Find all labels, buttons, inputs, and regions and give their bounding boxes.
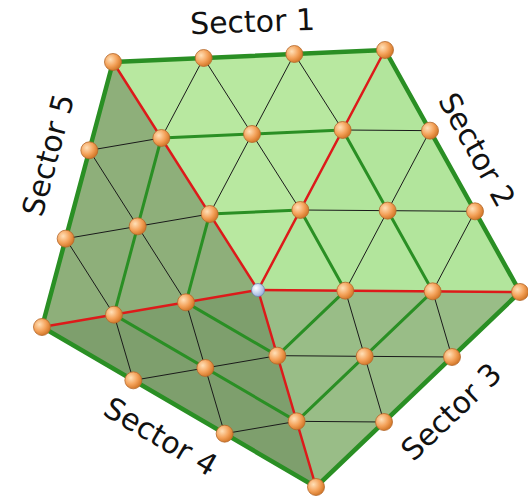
- sector-boundary: [258, 50, 385, 290]
- vertex-dot: [216, 425, 233, 442]
- vertex-dot: [153, 130, 170, 147]
- vertex-dot: [308, 479, 325, 496]
- outer-border: [42, 327, 316, 487]
- vertex-dot: [424, 283, 441, 300]
- mesh-edge: [89, 138, 161, 150]
- mesh-edge: [294, 54, 342, 130]
- mesh-edge: [66, 239, 114, 315]
- mesh-edge: [433, 291, 452, 357]
- vertex-dot: [269, 347, 286, 364]
- vertex-dot: [334, 122, 351, 139]
- sector-face: [258, 50, 520, 292]
- mesh-edge-group: [66, 54, 475, 434]
- level-line: [300, 210, 345, 291]
- sector-boundary: [113, 62, 258, 290]
- sector-boundary: [258, 290, 520, 292]
- vertex-dot: [467, 203, 484, 220]
- sector-fills: [42, 50, 520, 487]
- vertex-dot: [377, 42, 394, 59]
- vertex-dot: [197, 360, 214, 377]
- vertex-dot: [57, 230, 74, 247]
- vertex-dot: [379, 202, 396, 219]
- level-line-group: [114, 130, 433, 421]
- level-line: [186, 214, 210, 302]
- center-vertex: [252, 284, 265, 297]
- mesh-edge: [89, 150, 186, 302]
- vertex-dot: [288, 413, 305, 430]
- vertex-dot: [512, 284, 528, 301]
- vertex-dot: [195, 50, 212, 67]
- sector-label: Sector 1: [190, 5, 316, 39]
- mesh-edge: [133, 356, 277, 381]
- vertex-dot: [422, 122, 439, 139]
- vertex-dot: [286, 46, 303, 63]
- vertex-dot: [444, 349, 461, 366]
- sector-face: [42, 290, 316, 487]
- vertex-dot: [337, 282, 354, 299]
- vertex-dot: [201, 206, 218, 223]
- level-line: [277, 291, 345, 356]
- vertex-dot: [244, 126, 261, 143]
- vertex-dot: [81, 142, 98, 159]
- vertex-dot: [105, 54, 122, 71]
- sector-boundary-group: [42, 50, 520, 487]
- mesh-edge: [297, 421, 384, 423]
- vertex-dot: [178, 294, 195, 311]
- level-line: [343, 130, 433, 291]
- vertex-dot: [125, 372, 142, 389]
- vertex-dot: [376, 414, 393, 431]
- outer-border-group: [42, 50, 520, 487]
- mesh-edge: [343, 130, 430, 132]
- vertex-dot: [292, 202, 309, 219]
- level-line: [297, 291, 433, 421]
- level-line: [114, 138, 161, 315]
- mesh-edge: [161, 58, 203, 138]
- level-line: [210, 210, 301, 214]
- vertex-dots: [34, 42, 528, 496]
- outer-border: [385, 50, 520, 292]
- vertex-dot: [129, 218, 146, 235]
- sector-label: Sector 5: [18, 91, 79, 220]
- outer-border: [316, 292, 520, 487]
- mesh-edge: [433, 211, 475, 291]
- vertex-dot: [34, 319, 51, 336]
- mesh-edge: [66, 214, 210, 239]
- vertex-dot: [356, 348, 373, 365]
- vertex-dot: [106, 306, 123, 323]
- mesh-edge: [225, 421, 297, 433]
- sector-boundary: [42, 290, 258, 327]
- outer-border: [113, 50, 385, 62]
